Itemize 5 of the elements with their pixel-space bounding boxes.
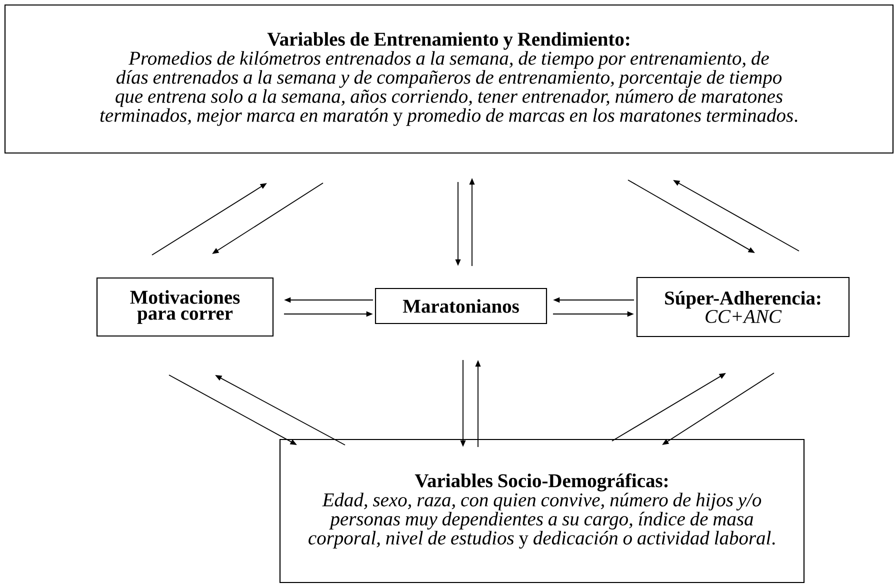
text-box: Variables de Entrenamiento y Rendimiento: Promedios de kilómetros entrenados a la semana, de tiempo por entrenamiento, de días entrenados a la semana y de compañeros de entrenamiento, porcentaje de tiempo que entrena solo a la semana, años corriendo, tener entrenador, número de maratones terminados, mejor marca en maratón y promedio de marcas en los maratones terminados. — [4, 4, 894, 154]
text-box: Maratonianos — [374, 288, 548, 324]
text-box: Motivaciones para correr — [96, 277, 274, 337]
text-box: Súper-Adherencia: CC+ANC — [636, 276, 850, 338]
text-box: Variables Socio-Demográficas: Edad, sexo, raza, con quien convive, número de hijos y/o personas muy dependientes a su cargo, índice de masa corporal, nivel de estudios y dedicación o actividad laboral. — [279, 438, 805, 584]
